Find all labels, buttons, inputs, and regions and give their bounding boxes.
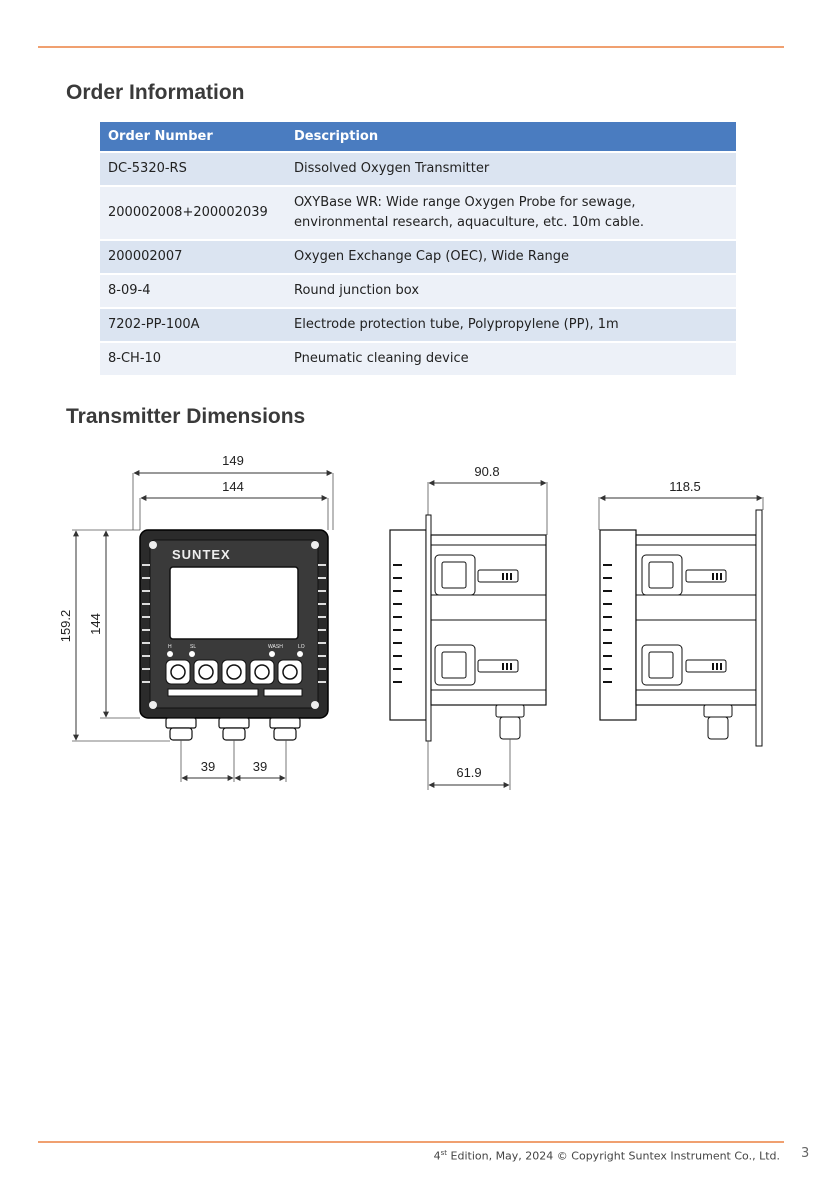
table-row: DC-5320-RS Dissolved Oxygen Transmitter: [100, 153, 736, 185]
front-view: 149 144 159.2 144: [58, 453, 334, 782]
key-label-wash: WASH: [268, 644, 283, 650]
key-label-h: H: [168, 644, 172, 650]
dim-overall-height: 159.2: [58, 610, 73, 643]
order-table: Order Number Description DC-5320-RS Diss…: [100, 120, 736, 377]
description-cell: Dissolved Oxygen Transmitter: [286, 153, 736, 185]
header-order-number: Order Number: [100, 122, 286, 151]
order-number-cell: 200002008+200002039: [100, 187, 286, 239]
dim-side-bottom: 61.9: [456, 765, 481, 780]
page-number: 3: [801, 1146, 810, 1161]
order-number-cell: 200002007: [100, 241, 286, 273]
edition-number: 4: [433, 1149, 441, 1163]
description-cell: Pneumatic cleaning device: [286, 343, 736, 375]
dim-panel-width: 144: [222, 479, 244, 494]
dim-overall-width: 149: [222, 453, 244, 468]
side-view: 90.8: [389, 464, 548, 790]
suntex-logo: SUNTEX: [172, 547, 231, 562]
table-row: 200002007 Oxygen Exchange Cap (OEC), Wid…: [100, 241, 736, 273]
dim-side2-depth: 118.5: [669, 479, 701, 494]
table-row: 200002008+200002039 OXYBase WR: Wide ran…: [100, 187, 736, 239]
order-number-cell: 8-CH-10: [100, 343, 286, 375]
footer-text: Edition, May, 2024 © Copyright Suntex In…: [447, 1149, 781, 1163]
dimension-drawing: 149 144 159.2 144: [58, 453, 764, 790]
description-cell: OXYBase WR: Wide range Oxygen Probe for …: [286, 187, 736, 239]
order-information-heading: Order Information: [66, 81, 245, 104]
transmitter-dimensions-heading: Transmitter Dimensions: [66, 405, 306, 428]
edition-suffix: st: [440, 1149, 448, 1157]
dim-gland-spacing-1: 39: [201, 759, 215, 774]
key-label-lo: LO: [298, 644, 305, 650]
table-row: 7202-PP-100A Electrode protection tube, …: [100, 309, 736, 341]
order-number-cell: 8-09-4: [100, 275, 286, 307]
table-row: 8-09-4 Round junction box: [100, 275, 736, 307]
dim-gland-spacing-2: 39: [253, 759, 267, 774]
description-cell: Oxygen Exchange Cap (OEC), Wide Range: [286, 241, 736, 273]
dim-panel-height: 144: [88, 613, 103, 635]
bottom-rule: [38, 1141, 784, 1143]
order-number-cell: DC-5320-RS: [100, 153, 286, 185]
description-cell: Electrode protection tube, Polypropylene…: [286, 309, 736, 341]
side-view-panel: 118.5: [598, 479, 764, 747]
header-description: Description: [286, 122, 736, 151]
dim-side-depth: 90.8: [474, 464, 499, 479]
description-cell: Round junction box: [286, 275, 736, 307]
top-rule: [38, 46, 784, 48]
table-row: 8-CH-10 Pneumatic cleaning device: [100, 343, 736, 375]
key-label-sl: SL: [190, 644, 196, 650]
order-number-cell: 7202-PP-100A: [100, 309, 286, 341]
footer-copyright: 4st Edition, May, 2024 © Copyright Sunte…: [434, 1149, 780, 1163]
